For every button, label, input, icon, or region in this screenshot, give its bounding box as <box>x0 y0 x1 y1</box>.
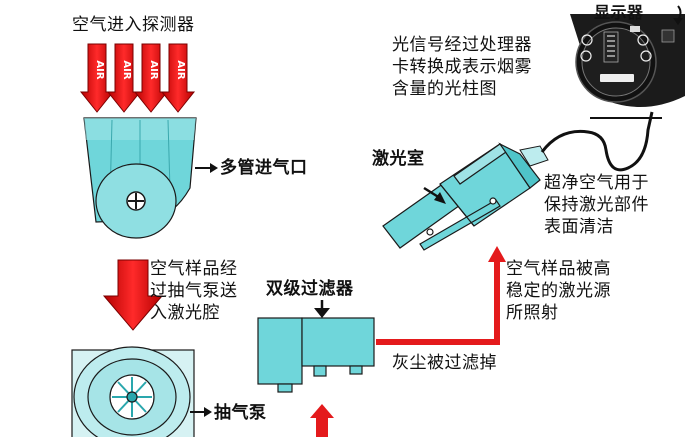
pump-pointer-head <box>204 407 212 417</box>
display-pointer <box>677 5 682 21</box>
laser-chamber <box>382 142 541 251</box>
label-multi-pipe-inlet: 多管进气口 <box>220 158 308 178</box>
air-word-1: AIR <box>94 60 105 79</box>
label-suction-pump: 抽气泵 <box>214 403 267 423</box>
label-air-into-detector: 空气进入探测器 <box>72 15 195 35</box>
label-display: 显示器 <box>594 3 644 22</box>
label-dust-filtered: 灰尘被过滤掉 <box>392 353 497 373</box>
air-word-3: AIR <box>148 60 159 79</box>
air-word-4: AIR <box>175 60 186 79</box>
air-word-2: AIR <box>121 60 132 79</box>
dual-filter <box>257 317 375 393</box>
pipe-arrow-head <box>488 246 506 262</box>
air-arrow-2: AIR <box>106 43 142 113</box>
clean-air-pipe <box>376 258 500 345</box>
air-arrow-3: AIR <box>133 43 169 113</box>
filter-pointer-head <box>314 308 330 318</box>
pump-down-arrow <box>102 259 164 331</box>
laser-pointer-head <box>434 192 446 204</box>
display-pointer-head <box>673 18 683 25</box>
air-arrow-4: AIR <box>160 43 196 113</box>
label-illuminated: 空气样品被高 稳定的激光源 所照射 <box>506 259 611 323</box>
filter-up-arrow <box>310 404 334 437</box>
label-clean-air: 超净空气用于 保持激光部件 表面清洁 <box>544 173 649 237</box>
air-arrow-1: AIR <box>79 43 115 113</box>
suction-pump <box>71 346 195 437</box>
inlet-pointer-head <box>210 163 218 173</box>
display-unit <box>570 14 685 119</box>
label-air-sample-to-laser: 空气样品经 过抽气泵送 入激光腔 <box>150 259 238 323</box>
multi-pipe-inlet-manifold <box>83 117 197 239</box>
label-dual-filter: 双级过滤器 <box>266 279 354 299</box>
label-laser-chamber: 激光室 <box>372 149 425 169</box>
signal-cable <box>540 111 654 172</box>
label-processor: 光信号经过处理器 卡转换成表示烟雾 含量的光柱图 <box>392 35 532 99</box>
